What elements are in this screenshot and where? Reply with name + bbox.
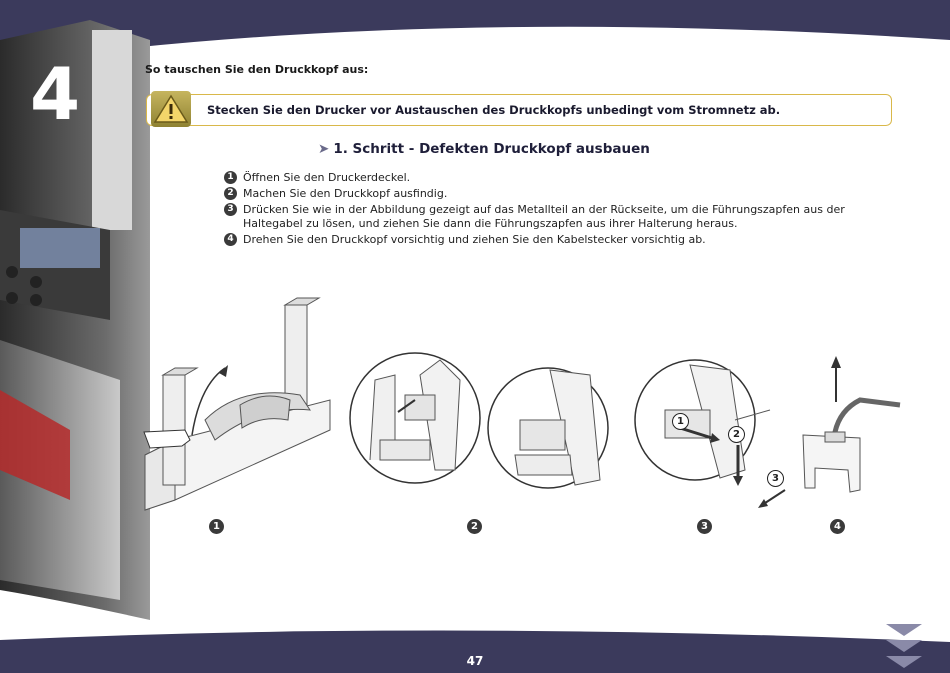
step-text: Drücken Sie wie in der Abbildung gezeigt… xyxy=(243,203,845,230)
intro-text: So tauschen Sie den Druckkopf aus: xyxy=(145,63,369,76)
step-number-badge: 4 xyxy=(224,233,237,246)
callout-badge: 3 xyxy=(767,470,784,487)
figure-label: 4 xyxy=(830,519,845,534)
figure-label: 3 xyxy=(697,519,712,534)
warning-icon xyxy=(151,91,191,127)
warning-box: Stecken Sie den Drucker vor Austauschen … xyxy=(146,91,892,127)
next-page-chevron-icon[interactable] xyxy=(884,622,924,672)
step-text: Drehen Sie den Druckkopf vorsichtig und … xyxy=(243,233,706,246)
warning-text: Stecken Sie den Drucker vor Austauschen … xyxy=(207,103,781,117)
instruction-list: 1 Öffnen Sie den Druckerdeckel. 2 Machen… xyxy=(224,171,894,249)
list-item: 3 Drücken Sie wie in der Abbildung gezei… xyxy=(224,203,894,231)
list-item: 1 Öffnen Sie den Druckerdeckel. xyxy=(224,171,894,185)
detail-circle-2 xyxy=(487,367,609,489)
printer-illustration xyxy=(143,297,331,511)
detail-circle-3 xyxy=(634,359,786,508)
detail-circle-1 xyxy=(349,352,481,484)
step-number-badge: 2 xyxy=(224,187,237,200)
step-number-badge: 1 xyxy=(224,171,237,184)
callout-badge: 2 xyxy=(728,426,745,443)
step-text: Machen Sie den Druckkopf ausfindig. xyxy=(243,187,448,200)
step-title: ➤1. Schritt - Defekten Druckkopf ausbaue… xyxy=(318,141,650,157)
list-item: 4 Drehen Sie den Druckkopf vorsichtig un… xyxy=(224,233,894,247)
list-item: 2 Machen Sie den Druckkopf ausfindig. xyxy=(224,187,894,201)
step-text: Öffnen Sie den Druckerdeckel. xyxy=(243,171,411,184)
callout-badge: 1 xyxy=(672,413,689,430)
printer-photo xyxy=(0,20,150,620)
figure-label: 1 xyxy=(209,519,224,534)
page-number: 47 xyxy=(466,654,484,668)
figure-label: 2 xyxy=(467,519,482,534)
printhead-illustration xyxy=(802,356,901,493)
step-title-text: 1. Schritt - Defekten Druckkopf ausbauen xyxy=(333,141,650,157)
chapter-number: 4 xyxy=(30,52,81,136)
step-number-badge: 3 xyxy=(224,203,237,216)
arrow-icon: ➤ xyxy=(318,141,330,157)
